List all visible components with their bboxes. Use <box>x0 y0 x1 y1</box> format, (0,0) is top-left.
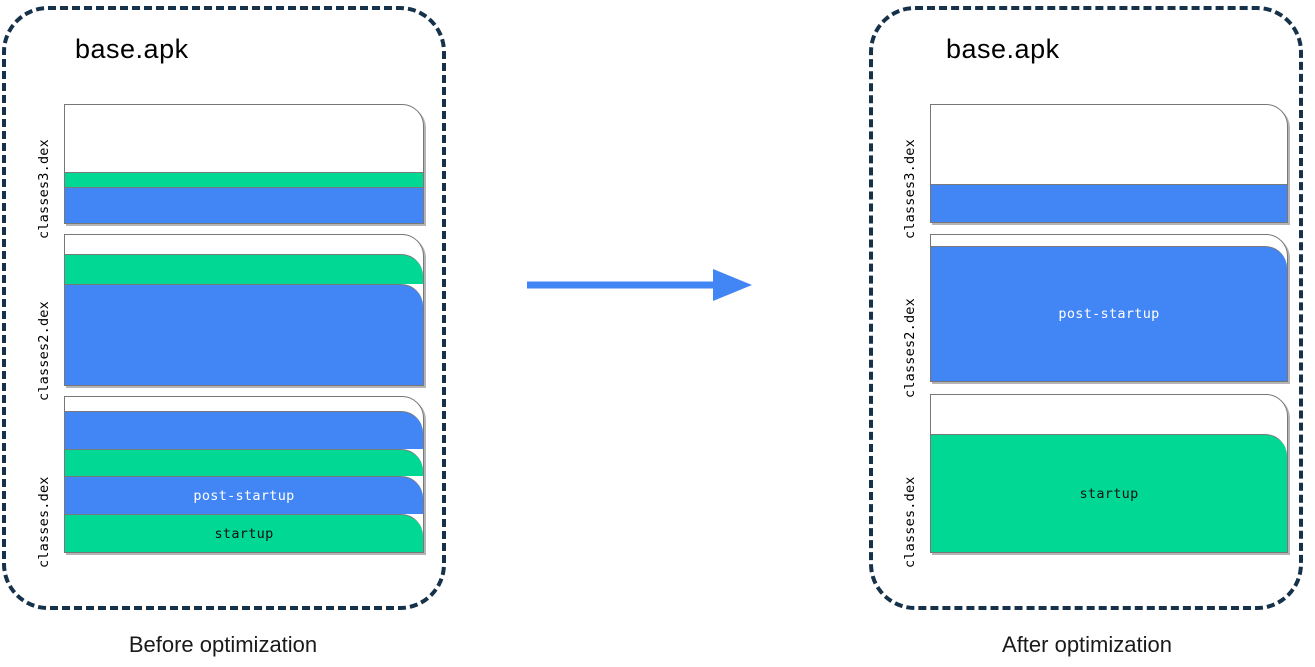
dex-label-after-classes: classes.dex <box>902 476 918 568</box>
dex-box-after-classes3 <box>930 104 1288 223</box>
segment-post-startup <box>65 284 423 385</box>
dex-box-after-classes: startup <box>930 394 1288 553</box>
dex-label-before-classes: classes.dex <box>36 476 52 568</box>
dex-box-before-classes2 <box>64 234 424 386</box>
right-arrow-icon <box>527 269 752 301</box>
transition-arrow <box>520 262 760 308</box>
caption-after: After optimization <box>1002 632 1172 657</box>
segment-post-startup <box>65 411 423 449</box>
segment-startup-labeled: startup <box>931 434 1287 552</box>
apk-panel-before <box>2 6 446 610</box>
segment-post-startup-labeled: post-startup <box>65 476 423 514</box>
segment-post-startup-labeled: post-startup <box>931 246 1287 381</box>
segment-startup <box>65 254 423 284</box>
dex-box-after-classes2: post-startup <box>930 234 1288 382</box>
segment-startup <box>65 172 423 187</box>
segment-startup <box>65 449 423 476</box>
dex-label-after-classes2: classes2.dex <box>902 298 918 398</box>
segment-startup-labeled: startup <box>65 514 423 552</box>
dex-label-before-classes3: classes3.dex <box>36 139 52 239</box>
dex-label-after-classes3: classes3.dex <box>902 139 918 239</box>
segment-post-startup <box>65 187 423 223</box>
caption-before: Before optimization <box>128 632 318 657</box>
segment-post-startup <box>931 184 1287 222</box>
apk-title-before: base.apk <box>75 34 189 64</box>
dex-box-before-classes: post-startup startup <box>64 396 424 553</box>
dex-label-before-classes2: classes2.dex <box>36 301 52 401</box>
apk-title-after: base.apk <box>946 34 1060 64</box>
dex-box-before-classes3 <box>64 104 424 224</box>
apk-panel-after <box>869 6 1303 610</box>
